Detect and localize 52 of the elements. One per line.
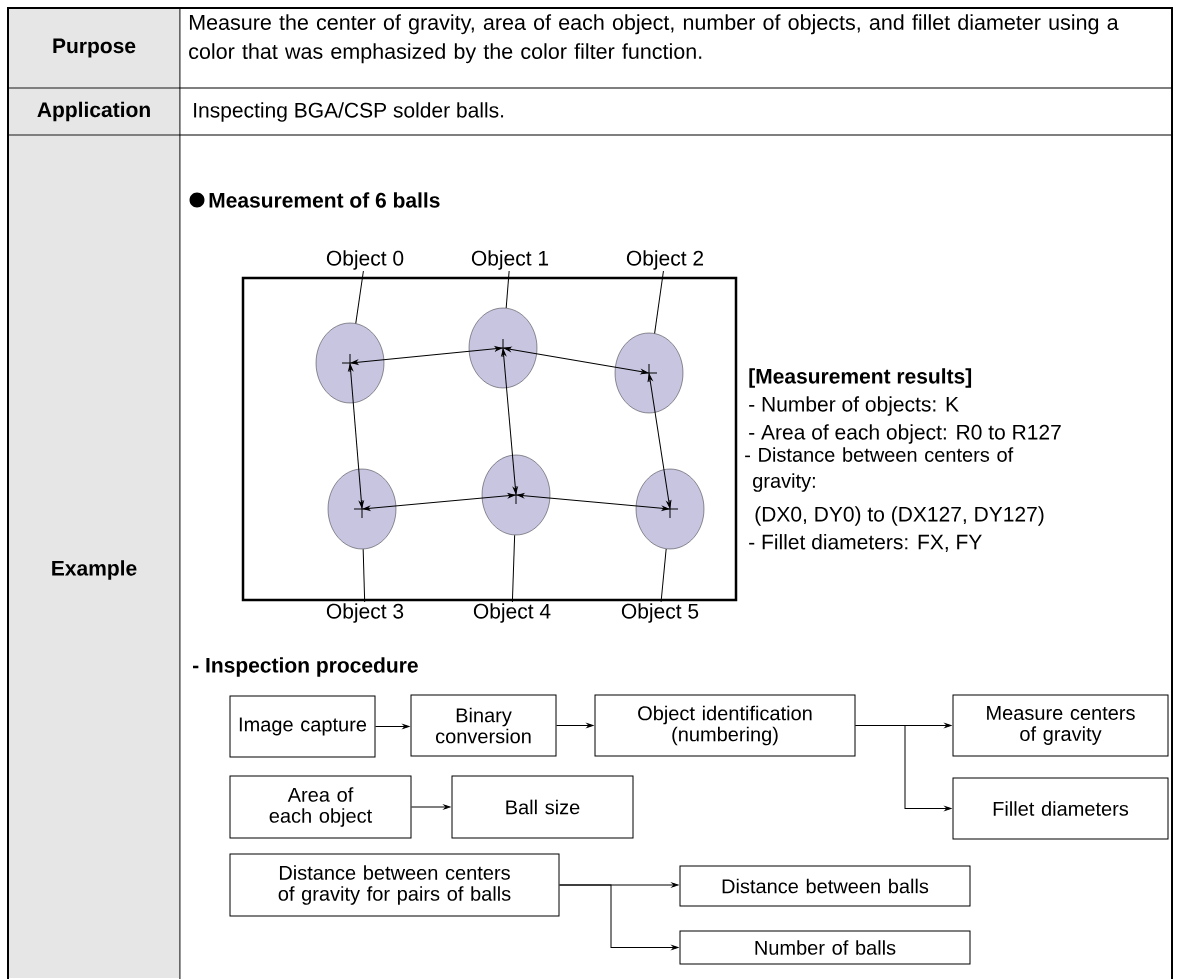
image-frame [241, 276, 738, 602]
process-box: Number of balls [679, 930, 971, 965]
process-box: Distance between balls [679, 865, 971, 907]
arrow [411, 804, 451, 810]
arrow [647, 374, 672, 508]
object-label: Object 1 [471, 250, 549, 270]
text-line: [Measurement results] [749, 368, 972, 388]
ball [635, 468, 705, 550]
text-line: - Inspection procedure [193, 657, 418, 677]
arrow [855, 725, 952, 811]
arrow [363, 493, 515, 511]
section-heading: Measurement of 6 balls [209, 192, 440, 208]
object-label: Object 2 [626, 250, 704, 270]
object-label: Object 4 [473, 603, 551, 623]
cell-text: Measure the center of gravity, area of each object, number of objects, and fillet diameter using a color that was emphasized by the color filter function. [189, 14, 1119, 64]
process-box: Image capture [229, 695, 376, 758]
arrow [504, 346, 648, 375]
arrow [375, 724, 410, 729]
ball [315, 322, 385, 404]
process-box: Binary conversion [410, 694, 557, 757]
process-box: Fillet diameters [952, 777, 1169, 840]
process-box: Ball size [451, 775, 634, 839]
leader-line [362, 548, 366, 603]
text-line: - Fillet diameters: FX, FY [749, 534, 982, 552]
arrow [351, 346, 502, 365]
ball [481, 454, 551, 536]
arrow [559, 884, 679, 950]
process-box: Object identification (numbering) [594, 694, 856, 757]
header-cell: Purpose [9, 9, 179, 87]
ball [327, 468, 397, 550]
process-box: Measure centers of gravity [952, 694, 1169, 757]
text-line: Inspecting BGA/CSP solder balls. [194, 102, 504, 122]
header-cell: Example [9, 136, 179, 978]
arrow [517, 493, 669, 511]
object-label: Object 5 [621, 603, 699, 623]
text-line: - Number of objects: K [749, 396, 959, 416]
arrow [348, 364, 364, 508]
text-line: - Distance between centers of gravity: [745, 447, 1014, 492]
text-line: (DX0, DY0) to (DX127, DY127) [755, 506, 1044, 526]
process-box: Area of each object [229, 775, 412, 839]
leader-line [511, 534, 516, 603]
object-label: Object 0 [326, 250, 404, 270]
ball [468, 307, 538, 389]
leader-line [505, 270, 510, 309]
arrow [501, 349, 518, 494]
leader-line [660, 548, 667, 603]
object-label: Object 3 [326, 603, 404, 623]
process-box: Distance between centers of gravity for pairs of balls [229, 853, 560, 917]
header-cell: Application [9, 89, 179, 134]
arrow [556, 723, 594, 728]
text-line: - Area of each object: R0 to R127 [749, 424, 1061, 444]
ball [614, 332, 684, 414]
